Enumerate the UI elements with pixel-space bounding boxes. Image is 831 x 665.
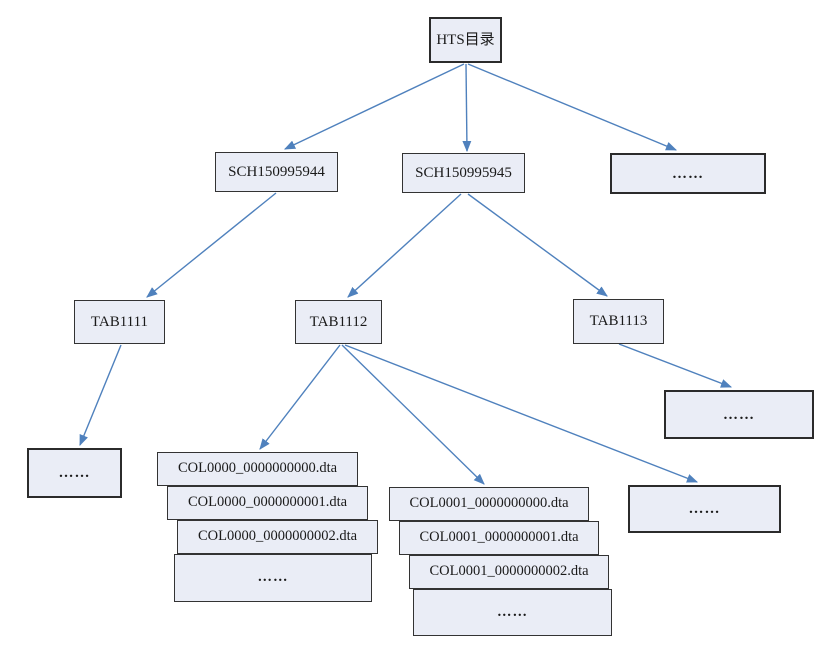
root-node-hts-directory: HTS目录 [429,17,502,63]
file-card-col0001-2: COL0001_0000000002.dta [409,555,609,589]
file-card-col0000-0: COL0000_0000000000.dta [157,452,358,486]
arrow-root-to-sch1 [283,63,465,150]
arrow-sch1-to-tab1111 [146,192,277,298]
file-card-col0001-more: …… [413,589,612,636]
arrow-tab1111-to-dots [79,344,122,447]
file-card-col0001-0: COL0001_0000000000.dta [389,487,589,521]
arrow-tab1113-to-dots [618,343,733,388]
file-card-col0001-1: COL0001_0000000001.dta [399,521,599,555]
arrow-sch2-to-tab1113 [467,193,608,297]
arrow-sch2-to-tab1112 [347,193,462,298]
sch-node-more: …… [610,153,766,194]
tab1112-more-node: …… [628,485,781,533]
tab-node-1112: TAB1112 [295,300,382,344]
arrow-tab1112-to-col0000 [259,344,341,450]
tab1111-more-node: …… [27,448,122,498]
tab-node-1111: TAB1111 [74,300,165,344]
tab-node-1113: TAB1113 [573,299,664,344]
sch-node-2: SCH150995945 [402,153,525,193]
file-card-col0000-more: …… [174,554,372,602]
arrow-tab1112-to-dots [344,344,699,483]
file-card-col0000-1: COL0000_0000000001.dta [167,486,368,520]
tab1113-more-node: …… [664,390,814,439]
arrow-root-to-sch-more [467,63,678,151]
sch-node-1: SCH150995944 [215,152,338,192]
arrow-root-to-sch2 [462,63,472,153]
file-card-col0000-2: COL0000_0000000002.dta [177,520,378,554]
arrow-tab1112-to-col0001 [341,344,485,485]
